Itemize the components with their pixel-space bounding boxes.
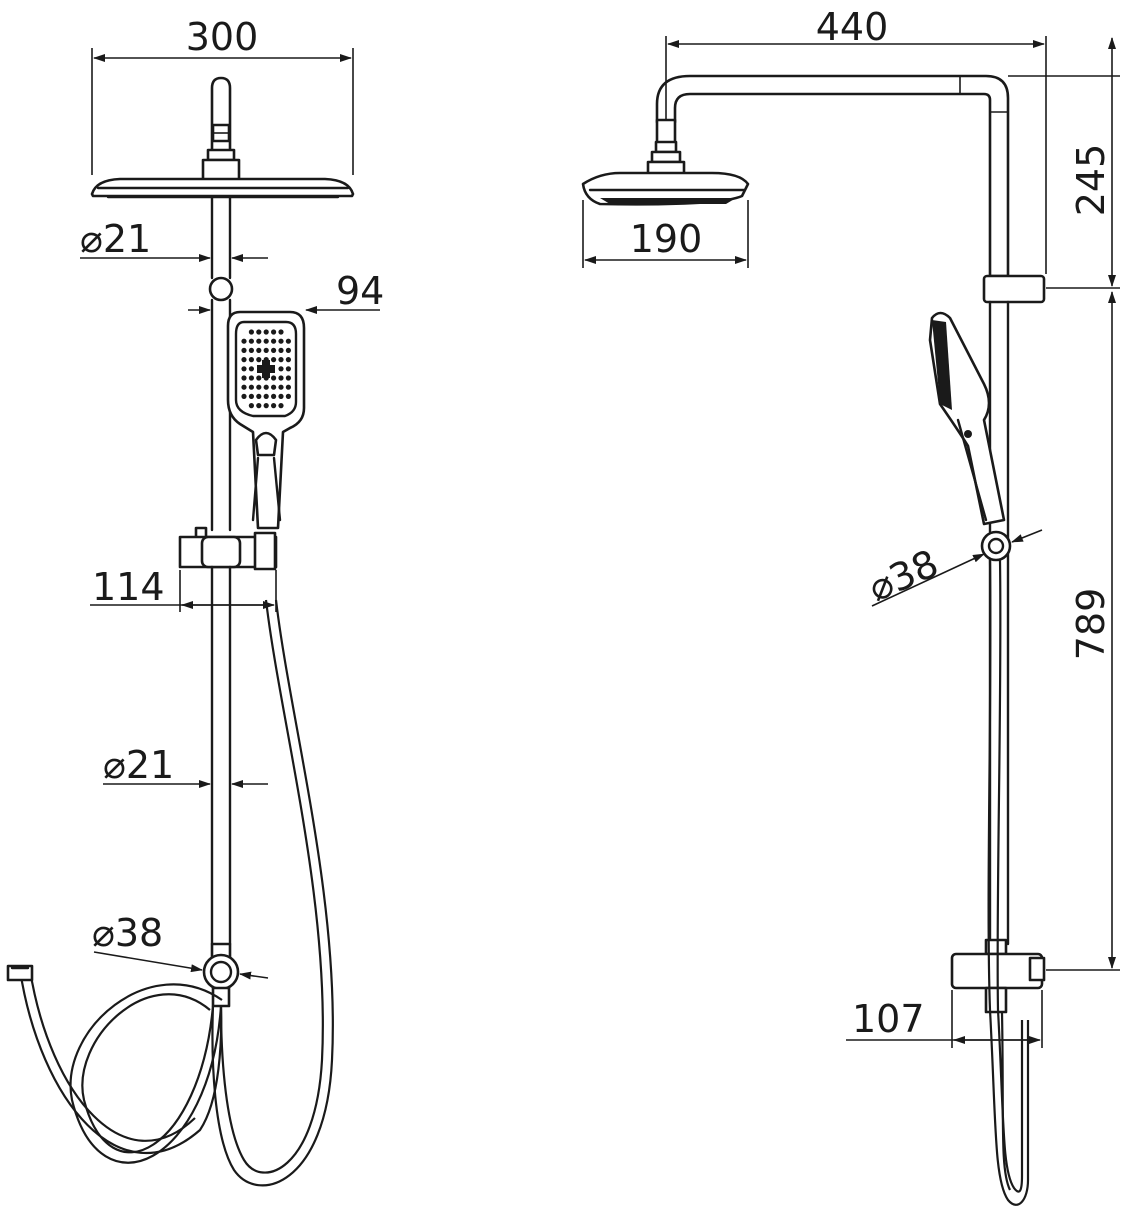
side-hose xyxy=(987,559,1030,1206)
side-dimensions xyxy=(582,36,1120,1048)
spray-nozzle-dot xyxy=(271,403,277,409)
spray-nozzle-dot xyxy=(256,357,262,363)
front-hand-shower xyxy=(226,310,306,530)
side-hand-shower xyxy=(928,311,1006,526)
spray-nozzle-dot xyxy=(278,403,284,409)
spray-nozzle-dot xyxy=(285,366,291,372)
spray-nozzle-dot xyxy=(271,357,277,363)
front-slider-bracket xyxy=(178,526,278,571)
spray-nozzle-dot xyxy=(241,357,247,363)
side-view: 440 190 245 789 ⌀38 107 xyxy=(581,5,1120,1206)
spray-nozzle-dot xyxy=(285,347,291,353)
spray-mode-cross-icon xyxy=(257,360,275,378)
spray-nozzle-dot xyxy=(263,329,269,335)
spray-nozzle-dot xyxy=(248,357,254,363)
dim-side-arm-reach: 440 xyxy=(816,5,889,49)
side-overhead-shower-head xyxy=(581,171,750,206)
dim-side-arm-height: 245 xyxy=(1069,144,1113,217)
dim-side-head-diameter: 190 xyxy=(630,217,703,261)
spray-nozzle-dot xyxy=(285,338,291,344)
spray-nozzle-dot xyxy=(271,338,277,344)
front-shower-arm xyxy=(201,76,241,182)
dim-front-head-width: 300 xyxy=(186,15,259,59)
spray-nozzle-dot xyxy=(271,375,277,381)
spray-nozzle-dot xyxy=(278,393,284,399)
spray-nozzle-dot xyxy=(241,338,247,344)
spray-nozzle-dot xyxy=(248,403,254,409)
dim-front-riser-diameter: ⌀21 xyxy=(80,217,151,261)
spray-nozzle-dot xyxy=(248,393,254,399)
front-view: 300 ⌀21 94 114 ⌀21 ⌀38 xyxy=(6,15,384,1187)
dim-side-bracket-depth: 107 xyxy=(852,997,925,1041)
spray-nozzle-dot xyxy=(256,393,262,399)
spray-nozzle-dot xyxy=(241,393,247,399)
spray-nozzle-dot xyxy=(248,347,254,353)
spray-nozzle-dot xyxy=(278,329,284,335)
spray-nozzle-dot xyxy=(248,338,254,344)
spray-nozzle-dot xyxy=(278,384,284,390)
spray-nozzle-dot xyxy=(241,366,247,372)
dim-side-riser-height: 789 xyxy=(1069,588,1113,661)
spray-nozzle-dot xyxy=(256,329,262,335)
spray-nozzle-dot xyxy=(278,375,284,381)
spray-nozzle-dot xyxy=(278,357,284,363)
spray-nozzle-dot xyxy=(278,347,284,353)
spray-nozzle-dot xyxy=(285,357,291,363)
dim-front-connector-diameter: ⌀38 xyxy=(92,911,163,955)
spray-nozzle-dot xyxy=(263,338,269,344)
spray-nozzle-dot xyxy=(278,338,284,344)
front-hose-connector xyxy=(202,942,240,1008)
dim-front-handshower-width: 94 xyxy=(336,269,384,313)
spray-nozzle-dot xyxy=(271,393,277,399)
spray-nozzle-dot xyxy=(278,366,284,372)
spray-nozzle-dot xyxy=(241,347,247,353)
spray-nozzle-dot xyxy=(256,347,262,353)
spray-nozzle-dot xyxy=(271,347,277,353)
spray-nozzle-dot xyxy=(248,329,254,335)
spray-nozzle-dot xyxy=(248,366,254,372)
front-dimensions xyxy=(80,48,380,980)
spray-nozzle-dot xyxy=(248,384,254,390)
front-hose xyxy=(6,599,334,1187)
dim-side-connector-diameter: ⌀38 xyxy=(862,541,945,610)
spray-nozzle-pattern-icon xyxy=(241,329,291,409)
spray-nozzle-dot xyxy=(256,384,262,390)
spray-nozzle-dot xyxy=(248,375,254,381)
spray-nozzle-dot xyxy=(256,338,262,344)
spray-nozzle-dot xyxy=(271,329,277,335)
spray-nozzle-dot xyxy=(285,384,291,390)
spray-nozzle-dot xyxy=(256,403,262,409)
dim-front-slider-width: 114 xyxy=(92,565,165,609)
spray-nozzle-dot xyxy=(285,375,291,381)
front-overhead-shower-head xyxy=(90,177,355,199)
spray-nozzle-dot xyxy=(271,384,277,390)
spray-nozzle-dot xyxy=(256,375,262,381)
spray-nozzle-dot xyxy=(263,393,269,399)
spray-nozzle-dot xyxy=(241,375,247,381)
spray-nozzle-dot xyxy=(241,384,247,390)
front-lower-riser xyxy=(210,565,232,946)
spray-nozzle-dot xyxy=(263,403,269,409)
side-slider-bracket xyxy=(980,530,1012,562)
spray-nozzle-dot xyxy=(263,347,269,353)
spray-nozzle-dot xyxy=(285,393,291,399)
side-riser xyxy=(982,274,1046,946)
spray-nozzle-dot xyxy=(263,384,269,390)
dim-front-lower-riser-diameter: ⌀21 xyxy=(103,743,174,787)
